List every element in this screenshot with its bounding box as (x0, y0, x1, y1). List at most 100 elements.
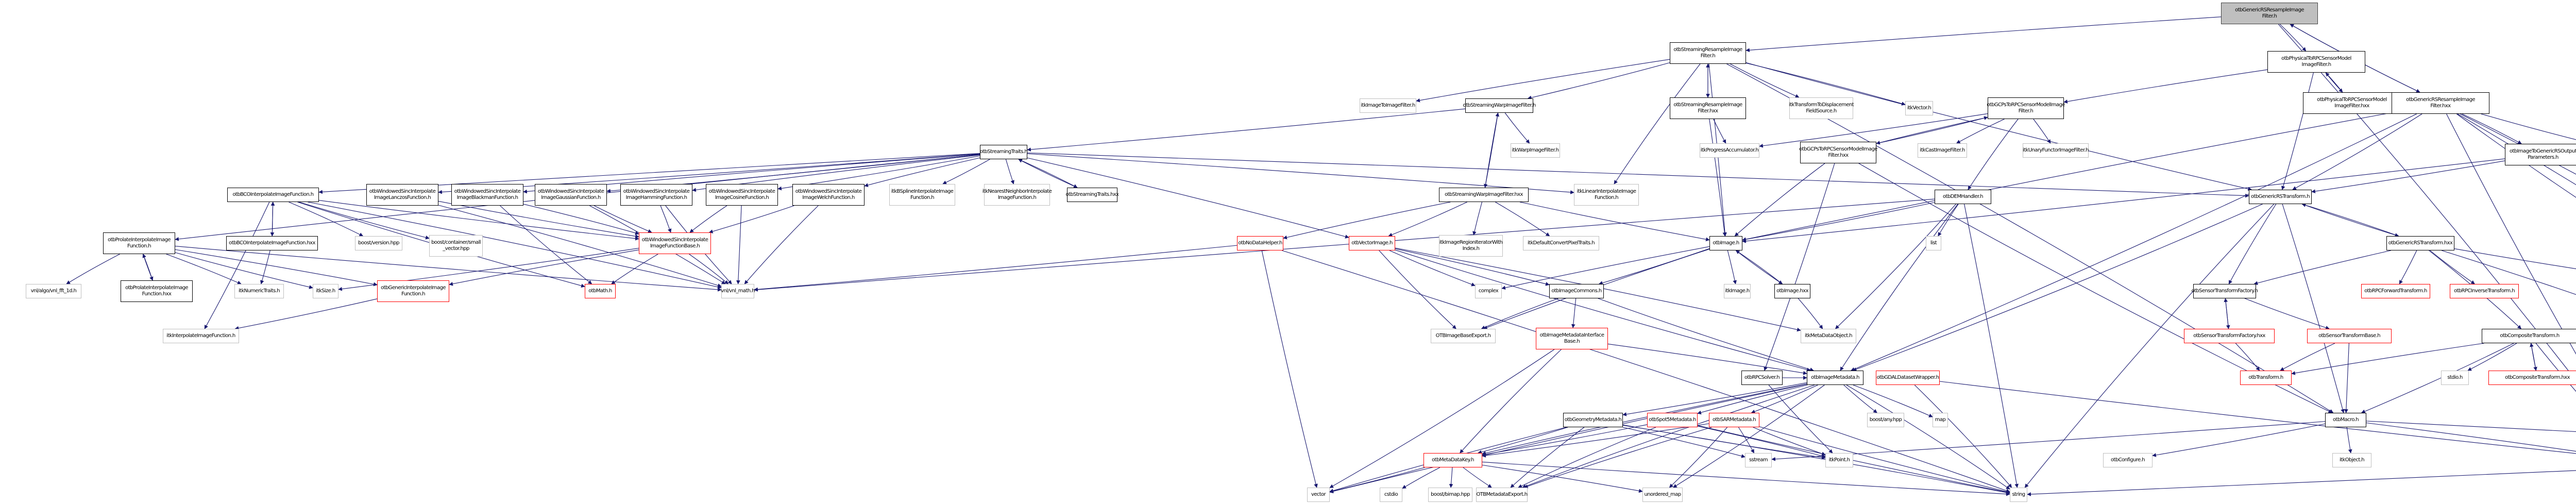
graph-node-wsb[interactable]: otbWindowedSincInterpolate ImageBlackman… (451, 184, 523, 206)
edge-i2grs-to-img (1742, 158, 2505, 243)
edge-img-to-imgx (1736, 250, 1783, 284)
graph-node-bcox[interactable]: otbBCOInterpolateImageFunction.hxx (226, 236, 318, 250)
graph-node-wsbase[interactable]: otbWindowedSincInterpolate ImageFunction… (639, 232, 711, 254)
edge-nodata-to-vector (1261, 250, 1318, 488)
graph-node-wsl[interactable]: otbWindowedSincInterpolate ImageLanczosF… (366, 184, 438, 206)
edge-gcp-to-itkCast (1956, 119, 2005, 144)
edge-st-to-itkLin (1027, 153, 1574, 194)
edge-imgx-to-itkMDO (1798, 298, 1823, 329)
graph-node-rpcs[interactable]: otbRPCSolver.h (1741, 371, 1783, 385)
graph-node-st[interactable]: otbStreamingTraits.h (980, 145, 1028, 159)
graph-node-root[interactable]: otbGenericRSResampleImage Filter.h (2221, 3, 2318, 24)
graph-node-compx[interactable]: otbCompositeTransform.hxx (2488, 371, 2576, 385)
graph-node-stf[interactable]: otbSensorTransformFactory.h (2192, 284, 2258, 298)
graph-node-stx[interactable]: otbStreamingTraits.hxx (1066, 188, 1119, 202)
edge-srif-to-itkLin (1614, 63, 1701, 185)
edge-rpcs-to-itkPoint (1768, 384, 1833, 454)
graph-node-prolatex[interactable]: otbProlateInterpolateImage Function.hxx (121, 280, 193, 302)
edge-prolate-to-vnlmath (175, 246, 722, 292)
graph-node-imgx[interactable]: otbImage.hxx (1774, 284, 1810, 298)
edge-bco-to-vnlmath (308, 202, 722, 289)
graph-node-itknn: itkNearestNeighborInterpolate ImageFunct… (982, 184, 1052, 206)
graph-node-wsg[interactable]: otbWindowedSincInterpolate ImageGaussian… (535, 184, 607, 206)
edge-swifx-to-vimg (1388, 202, 1467, 237)
graph-node-rpcf[interactable]: otbRPCForwardTransform.h (2361, 284, 2430, 298)
graph-node-math[interactable]: otbMath.h (585, 284, 616, 298)
graph-node-umap: unordered_map (1642, 488, 1683, 502)
edge-compx-to-comp (2530, 343, 2536, 371)
graph-node-gcp[interactable]: otbGCPsToRPCSensorModelImage Filter.h (1987, 97, 2065, 119)
graph-node-sar[interactable]: otbSARMetadata.h (1709, 413, 1759, 427)
edge-imd-to-mdk (1482, 383, 1807, 455)
graph-node-string: string (2010, 488, 2027, 502)
edge-img-to-itkImg (1727, 250, 1737, 284)
graph-node-macro[interactable]: otbMacro.h (2325, 413, 2366, 427)
edge-imgc-to-imd (1598, 298, 1814, 372)
edge-stf-to-stb (2244, 298, 2330, 330)
graph-node-swifx[interactable]: otbStreamingWarpImageFilter.hxx (1439, 188, 1529, 202)
graph-node-mdk[interactable]: otbMetaDataKey.h (1423, 453, 1482, 467)
edge-prolatex-to-prolate (142, 254, 153, 281)
edge-vimg-to-imgc (1395, 248, 1550, 286)
graph-node-bco[interactable]: otbBCOInterpolateImageFunction.h (227, 188, 319, 202)
edge-macro-to-itkMacro (2366, 422, 2576, 452)
edge-mdk-to-bbimap (1449, 467, 1453, 488)
edge-stfx-to-stf (2224, 298, 2229, 329)
edge-dem-to-vnlmath (754, 198, 1935, 292)
graph-node-sstream: sstream (1745, 453, 1772, 467)
graph-node-prolate[interactable]: otbProlateInterpolateImage Function.h (103, 232, 175, 254)
graph-node-p2rpcx[interactable]: otbPhysicalToRPCSensorModel ImageFilter.… (2303, 92, 2401, 114)
graph-node-imgc[interactable]: otbImageCommons.h (1549, 284, 1604, 298)
graph-node-wsw[interactable]: otbWindowedSincInterpolate ImageWelchFun… (792, 184, 865, 206)
graph-node-itkunary: itkUnaryFunctorImageFilter.h (2023, 143, 2089, 158)
graph-node-i2grs[interactable]: otbImageToGenericRSOutput Parameters.h (2505, 144, 2576, 165)
edge-bcox-to-itkNT (260, 250, 270, 284)
graph-node-grst[interactable]: otbGenericRSTransform.h (2249, 190, 2312, 204)
edge-swifx-to-img (1519, 202, 1710, 242)
graph-node-grstx[interactable]: otbGenericRSTransform.hxx (2386, 236, 2454, 250)
edge-imgx-to-img (1735, 250, 1783, 284)
graph-node-rpci[interactable]: otbRPCInverseTransform.h (2450, 284, 2519, 298)
graph-node-gif[interactable]: otbGenericInterpolateImage Function.h (377, 280, 449, 302)
graph-node-srifx[interactable]: otbStreamingResampleImage Filter.hxx (1670, 97, 1746, 119)
edge-sar-to-mdexp (1523, 427, 1712, 489)
graph-node-swif[interactable]: otbStreamingWarpImageFilter.h (1463, 98, 1536, 113)
graph-node-geom[interactable]: otbGeometryMetadata.h (1563, 413, 1623, 427)
edge-bco-to-wsBase (318, 200, 639, 241)
graph-node-gdw[interactable]: otbGDALDatasetWrapper.h (1876, 371, 1940, 385)
graph-node-spot5[interactable]: otbSpot5Metadata.h (1647, 413, 1698, 427)
edge-gdw-to-string (1914, 384, 2012, 488)
graph-node-rootx[interactable]: otbGenericRSResampleImage Filter.hxx (2392, 92, 2489, 114)
graph-node-stfx[interactable]: otbSensorTransformFactory.hxx (2184, 329, 2275, 343)
edge-gdw-to-itkMacro (1939, 381, 2576, 454)
graph-node-vimg[interactable]: otbVectorImage.h (1349, 236, 1395, 250)
graph-node-itkmdo: itkMetaDataObject.h (1801, 329, 1856, 343)
graph-node-gcpx[interactable]: otbGCPsToRPCSensorModelImage Filter.hxx (1799, 142, 1877, 163)
graph-node-p2rpc[interactable]: otbPhysicalToRPCSensorModel ImageFilter.… (2267, 51, 2365, 73)
graph-node-itkobj: itkObject.h (2332, 453, 2371, 467)
graph-node-nodata[interactable]: otbNoDataHelper.h (1237, 236, 1283, 250)
graph-node-img[interactable]: otbImage.h (1709, 236, 1742, 250)
edge-wsB-to-math (500, 205, 592, 284)
edge-spot5-to-mdexp (1518, 427, 1656, 488)
edge-dem-to-string (1964, 204, 2019, 488)
graph-node-wsc[interactable]: otbWindowedSincInterpolate ImageCosineFu… (706, 184, 778, 206)
graph-node-complex: complex (1475, 284, 1502, 298)
edge-spot5-to-itkPoint (1697, 426, 1826, 458)
graph-node-dem[interactable]: otbDEMHandler.h (1935, 190, 1991, 204)
graph-node-mib[interactable]: otbImageMetadataInterface Base.h (1536, 328, 1608, 349)
graph-node-xform[interactable]: otbTransform.h (2240, 371, 2292, 385)
edge-nodata-to-string (1282, 250, 2010, 493)
edge-gif-to-itkIF (234, 298, 378, 330)
edge-geom-to-mdexp (1510, 427, 1585, 488)
edge-imgc-to-mib (1571, 298, 1577, 328)
edge-wsL-to-vnlmath (438, 205, 722, 288)
graph-node-itkrii: itkImageRegionIteratorWith Index.h (1439, 235, 1503, 257)
graph-node-wsh[interactable]: otbWindowedSincInterpolate ImageHammingF… (620, 184, 692, 206)
edge-comp-to-stdio (2467, 343, 2517, 371)
graph-node-imd[interactable]: otbImageMetadata.h (1807, 371, 1863, 385)
graph-node-srif[interactable]: otbStreamingResampleImage Filter.h (1670, 42, 1746, 64)
graph-node-stb[interactable]: otbSensorTransformBase.h (2307, 329, 2392, 343)
graph-node-comp[interactable]: otbCompositeTransform.h (2482, 329, 2576, 343)
edge-stfx-to-xform (2235, 343, 2260, 371)
